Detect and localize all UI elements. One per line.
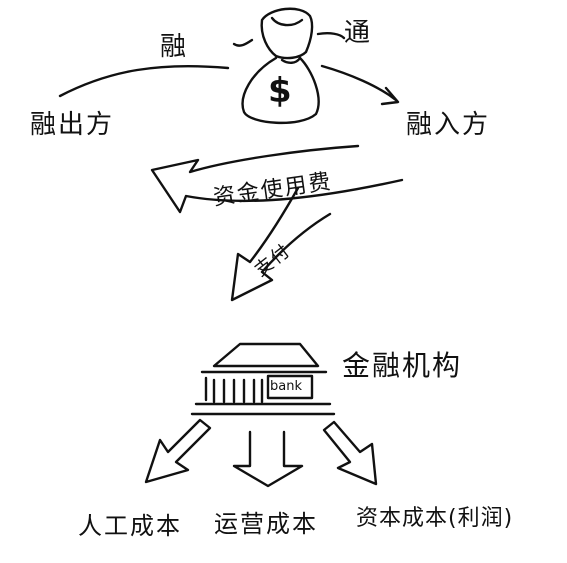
word-tong: 通 [344, 18, 373, 48]
arrow-down-left [144, 418, 212, 484]
cost-labor: 人工成本 [78, 512, 182, 540]
arrow-right-head [380, 86, 400, 106]
arc-right [320, 64, 398, 102]
lender-label: 融出方 [30, 110, 115, 140]
dollar-sign: $ [268, 71, 294, 111]
cost-capital: 资本成本(利润) [356, 506, 514, 531]
bank-sign: bank [270, 379, 302, 394]
tick-right [316, 32, 346, 40]
institution-label: 金融机构 [342, 349, 463, 382]
arrow-down-mid [232, 430, 304, 488]
word-rong: 融 [160, 32, 189, 62]
arc-left [58, 64, 230, 98]
money-bag-icon [232, 7, 320, 124]
fee-arrow [150, 144, 404, 214]
bank-building-icon [190, 342, 336, 416]
pay-arrow [230, 186, 332, 302]
borrower-label: 融入方 [406, 110, 491, 140]
cost-operating: 运营成本 [214, 510, 318, 538]
arrow-down-right [322, 420, 378, 486]
